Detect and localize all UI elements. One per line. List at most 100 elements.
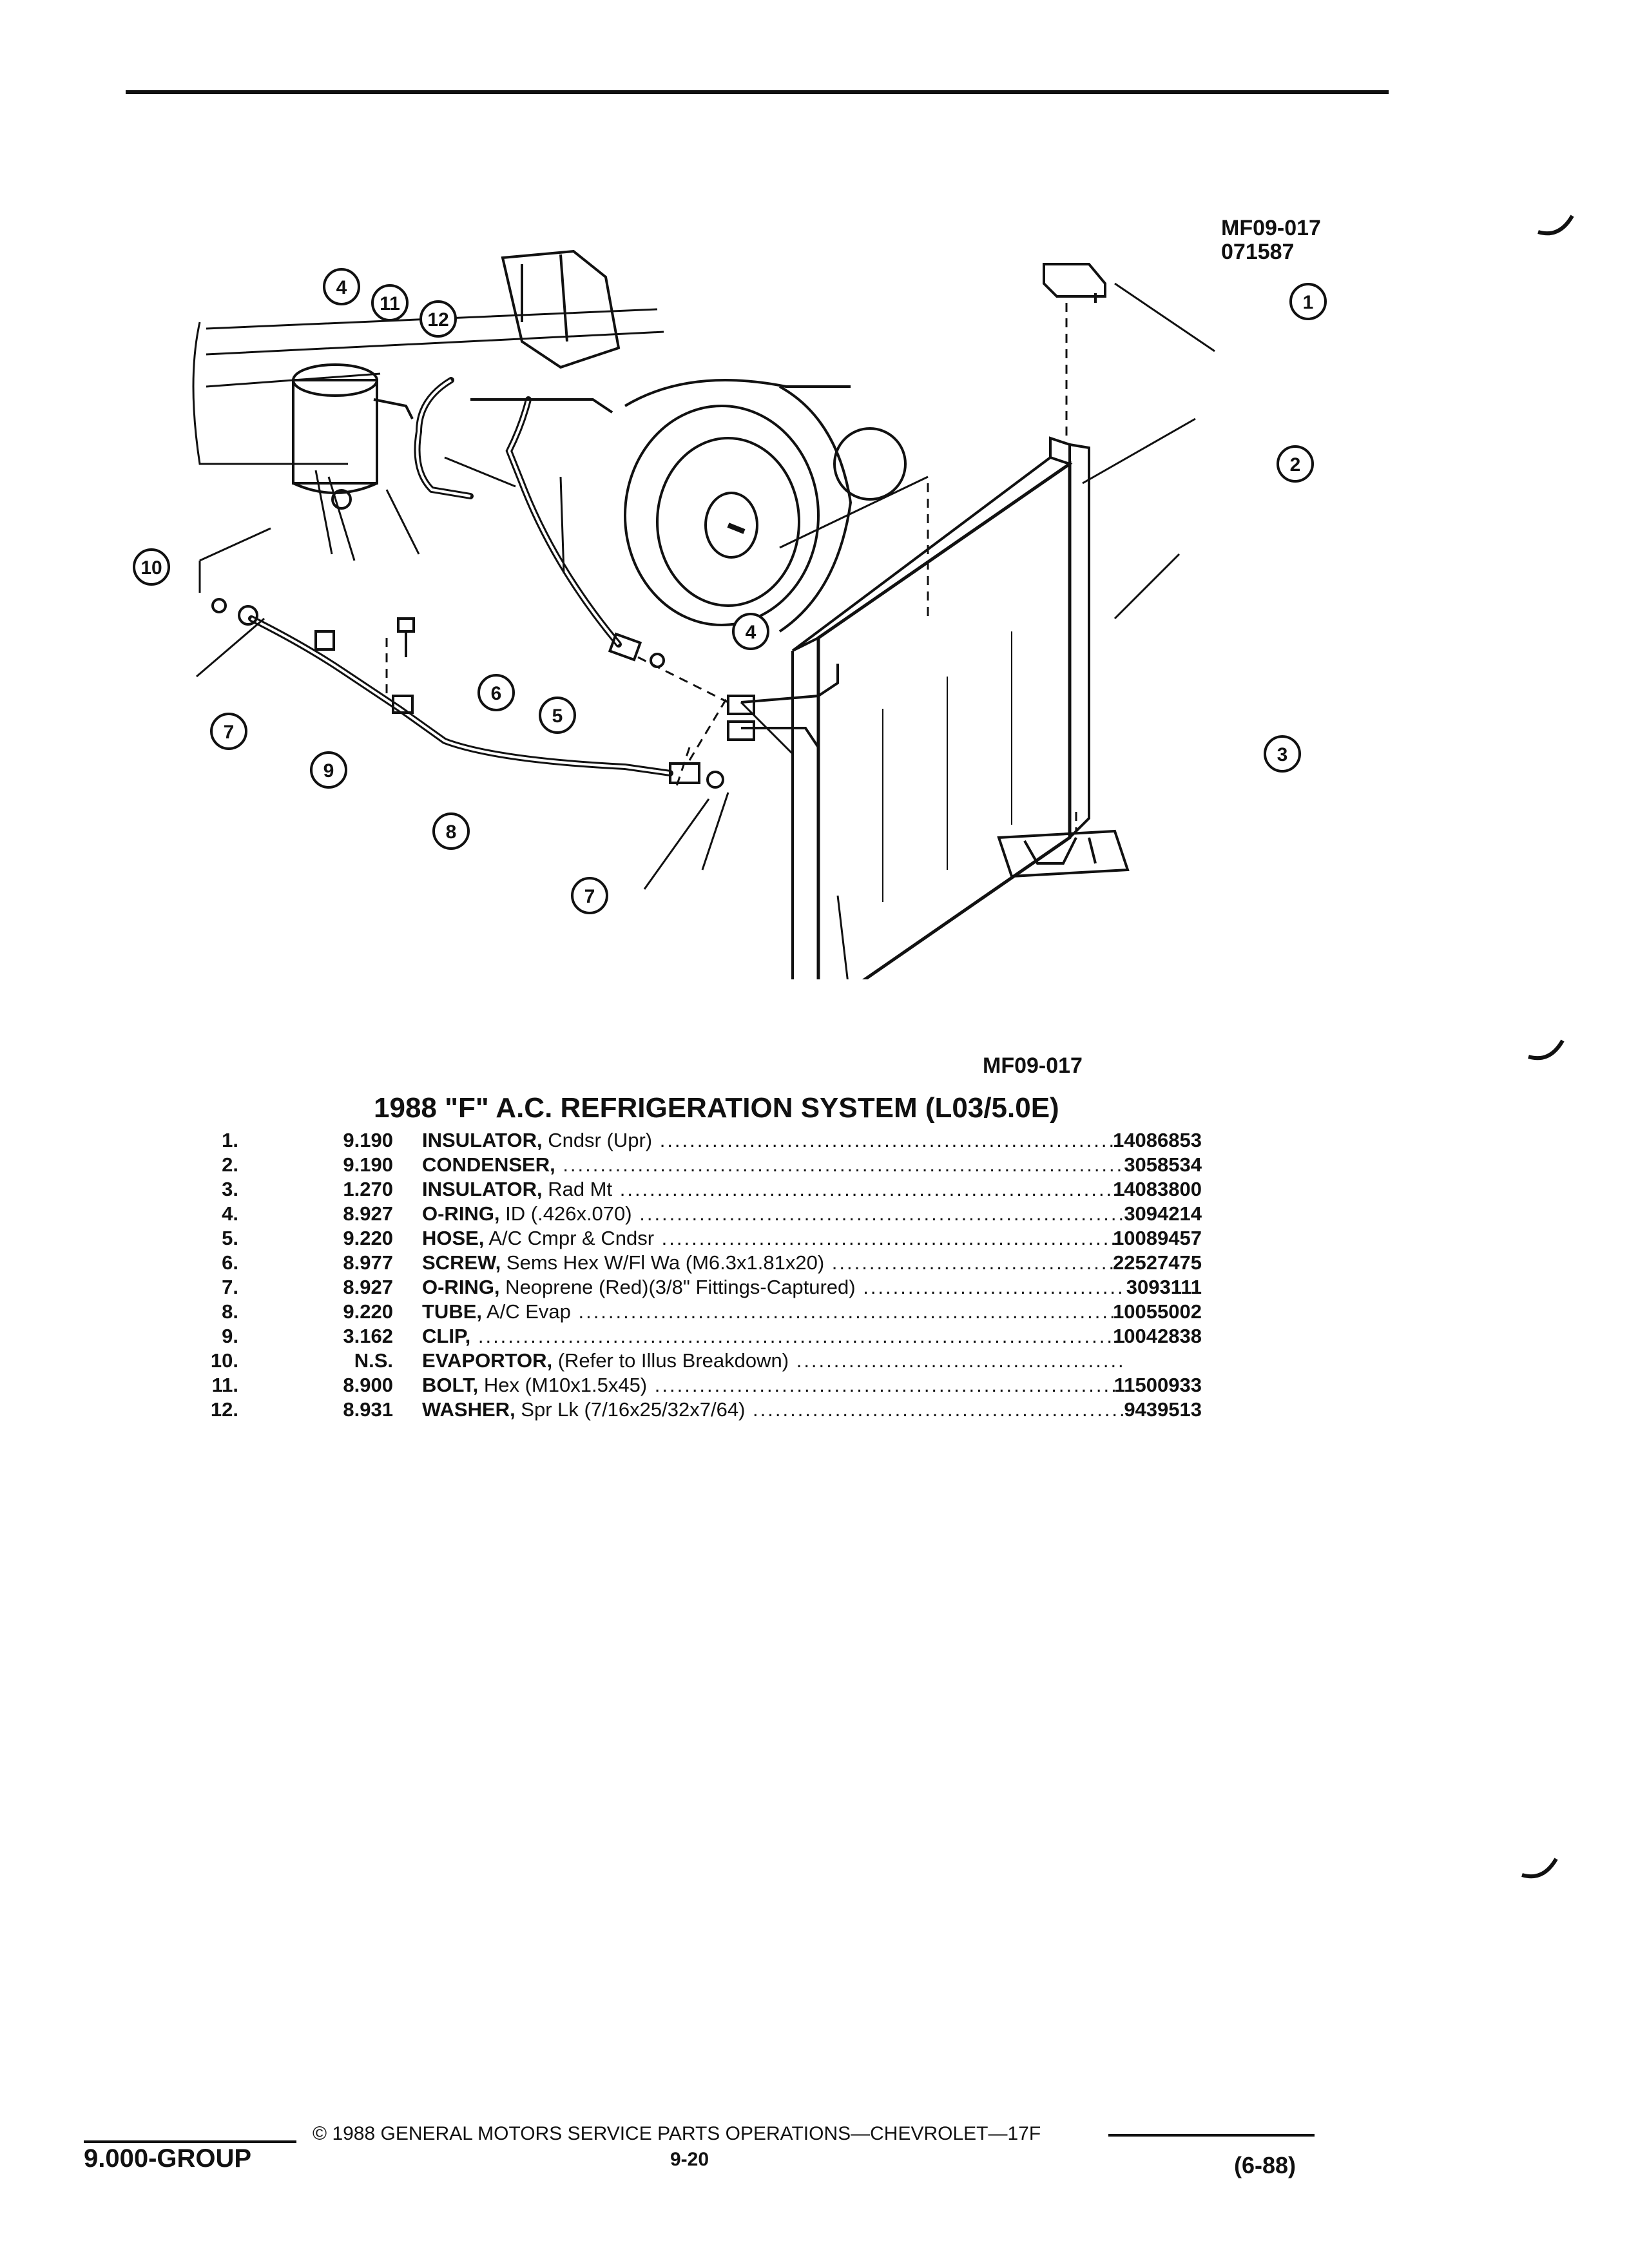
group-number: 9.220 bbox=[343, 1300, 393, 1323]
part-description: HOSE, A/C Cmpr & Cndsr .................… bbox=[422, 1227, 1124, 1250]
leader-dots: ........................................… bbox=[661, 1227, 1124, 1249]
binder-mark-icon bbox=[1521, 1858, 1558, 1879]
part-description: EVAPORTOR, (Refer to Illus Breakdown) ..… bbox=[422, 1349, 1124, 1372]
part-name: CONDENSER, bbox=[422, 1153, 555, 1176]
table-row: 10. N.S. EVAPORTOR, (Refer to Illus Breakd… bbox=[193, 1349, 1224, 1374]
part-number: 14083800 bbox=[1113, 1178, 1202, 1200]
part-number: 9439513 bbox=[1124, 1398, 1202, 1421]
group-number: 8.977 bbox=[343, 1251, 393, 1274]
item-number: 6. bbox=[222, 1251, 238, 1274]
item-number: 1. bbox=[222, 1129, 238, 1151]
part-detail: Sems Hex W/Fl Wa (M6.3x1.81x20) bbox=[501, 1251, 825, 1274]
item-number: 2. bbox=[222, 1153, 238, 1176]
group-number: 9.190 bbox=[343, 1129, 393, 1151]
binder-mark-icon bbox=[1528, 1039, 1565, 1061]
part-detail: Cndsr (Upr) bbox=[542, 1129, 653, 1151]
part-number: 11500933 bbox=[1113, 1374, 1202, 1396]
leader-dots: ........................................… bbox=[477, 1325, 1124, 1347]
footer-group: 9.000-GROUP bbox=[84, 2144, 252, 2173]
part-name: TUBE, bbox=[422, 1300, 482, 1323]
item-number: 4. bbox=[222, 1202, 238, 1225]
leader-dots: ........................................… bbox=[639, 1202, 1124, 1225]
part-description: O-RING, ID (.426x.070) .................… bbox=[422, 1202, 1124, 1225]
part-name: WASHER, bbox=[422, 1398, 516, 1421]
illustration-code: MF09-017 bbox=[1221, 216, 1321, 240]
leader-dots: ........................................… bbox=[796, 1349, 1124, 1372]
group-number: 8.927 bbox=[343, 1202, 393, 1225]
item-number: 3. bbox=[222, 1178, 238, 1200]
item-number: 5. bbox=[222, 1227, 238, 1249]
binder-mark-icon bbox=[1537, 215, 1574, 236]
part-description: SCREW, Sems Hex W/Fl Wa (M6.3x1.81x20) .… bbox=[422, 1251, 1124, 1274]
ac-system-diagram bbox=[192, 249, 1215, 979]
part-description: INSULATOR, Rad Mt ......................… bbox=[422, 1178, 1124, 1201]
group-number: 8.927 bbox=[343, 1276, 393, 1298]
leader-dots: ........................................… bbox=[863, 1276, 1124, 1298]
part-detail: A/C Evap bbox=[482, 1300, 571, 1323]
part-number: 3093111 bbox=[1126, 1276, 1202, 1298]
part-detail: (Refer to Illus Breakdown) bbox=[552, 1349, 789, 1372]
part-description: O-RING, Neoprene (Red)(3/8" Fittings-Cap… bbox=[422, 1276, 1124, 1299]
item-number: 9. bbox=[222, 1325, 238, 1347]
part-name: EVAPORTOR, bbox=[422, 1349, 553, 1372]
item-number: 12. bbox=[210, 1398, 238, 1421]
part-description: CLIP, ..................................… bbox=[422, 1325, 1124, 1348]
group-number: 9.190 bbox=[343, 1153, 393, 1176]
part-name: O-RING, bbox=[422, 1276, 500, 1298]
compressor bbox=[624, 379, 907, 633]
group-number: 8.900 bbox=[343, 1374, 393, 1396]
accumulator bbox=[292, 363, 414, 510]
group-number: 8.931 bbox=[343, 1398, 393, 1421]
part-description: WASHER, Spr Lk (7/16x25/32x7/64) .......… bbox=[422, 1398, 1124, 1421]
part-description: INSULATOR, Cndsr (Upr) .................… bbox=[422, 1129, 1124, 1152]
group-number: N.S. bbox=[354, 1349, 393, 1372]
part-detail: Hex (M10x1.5x45) bbox=[478, 1374, 648, 1396]
leader-dots: ........................................… bbox=[753, 1398, 1124, 1421]
group-number: 1.270 bbox=[343, 1178, 393, 1200]
part-number: 3094214 bbox=[1124, 1202, 1202, 1225]
callout-1: 1 bbox=[1289, 283, 1327, 320]
part-name: INSULATOR, bbox=[422, 1129, 543, 1151]
illustration-date: 071587 bbox=[1221, 240, 1295, 264]
group-number: 3.162 bbox=[343, 1325, 393, 1347]
part-name: SCREW, bbox=[422, 1251, 501, 1274]
top-rule bbox=[126, 90, 1389, 94]
leader-dots: ........................................… bbox=[654, 1374, 1124, 1396]
table-row: 2. 9.190 3058534 CONDENSER, ...............… bbox=[193, 1153, 1224, 1178]
part-description: BOLT, Hex (M10x1.5x45) .................… bbox=[422, 1374, 1124, 1397]
revision-date: (6-88) bbox=[1234, 2152, 1296, 2178]
part-number: 14086853 bbox=[1113, 1129, 1202, 1151]
part-name: INSULATOR, bbox=[422, 1178, 543, 1200]
part-detail: Rad Mt bbox=[542, 1178, 613, 1200]
part-name: HOSE, bbox=[422, 1227, 485, 1249]
parts-list-title: 1988 "F" A.C. REFRIGERATION SYSTEM (L03/… bbox=[374, 1092, 1059, 1124]
leader-dots: ........................................… bbox=[619, 1178, 1124, 1200]
part-detail: A/C Cmpr & Cndsr bbox=[484, 1227, 655, 1249]
illustration-code-bottom: MF09-017 bbox=[983, 1053, 1083, 1078]
part-name: CLIP, bbox=[422, 1325, 471, 1347]
part-number: 3058534 bbox=[1124, 1153, 1202, 1176]
part-number: 22527475 bbox=[1113, 1251, 1202, 1274]
part-number: 10055002 bbox=[1113, 1300, 1202, 1323]
part-detail: ID (.426x.070) bbox=[499, 1202, 632, 1225]
footer-copyright: © 1988 GENERAL MOTORS SERVICE PARTS OPER… bbox=[313, 2123, 1041, 2144]
part-detail: Neoprene (Red)(3/8" Fittings-Captured) bbox=[499, 1276, 856, 1298]
part-description: TUBE, A/C Evap .........................… bbox=[422, 1300, 1124, 1323]
part-name: BOLT, bbox=[422, 1374, 479, 1396]
item-number: 8. bbox=[222, 1300, 238, 1323]
leader-dots: ........................................… bbox=[831, 1251, 1124, 1274]
footer-rule-left bbox=[84, 2140, 296, 2143]
leader-dots: ........................................… bbox=[563, 1153, 1124, 1176]
condenser bbox=[727, 436, 1090, 979]
item-number: 10. bbox=[210, 1349, 238, 1372]
